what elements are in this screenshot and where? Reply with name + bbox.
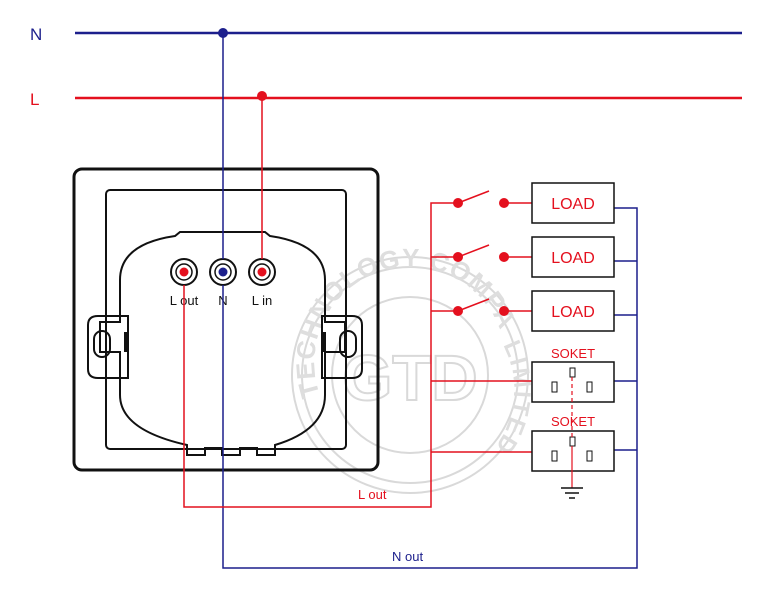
socket-1: [531, 361, 615, 403]
switch-plate: [72, 167, 380, 472]
load-box-3: [531, 290, 615, 332]
load-box-2: [531, 236, 615, 278]
terminal-l-out: [170, 258, 198, 286]
load-label-3: LOAD: [551, 304, 595, 321]
neutral-line-label: N: [30, 25, 42, 44]
watermark-seal: TECHNOLOGY COMPANY LIMITED GTD: [0, 0, 536, 494]
watermark-monogram: GTD: [342, 342, 477, 414]
switch-contact-3: [453, 298, 509, 316]
live-line-label: L: [30, 90, 39, 109]
terminal-n: [209, 258, 237, 286]
ground-icon: [561, 487, 583, 499]
socket-2: [531, 430, 615, 472]
terminal-l-in-label: L in: [252, 293, 272, 308]
load-label-1: LOAD: [551, 196, 595, 213]
switch-mechanism: [87, 231, 363, 456]
load-label-2: LOAD: [551, 250, 595, 267]
n-out-wire-label: N out: [392, 549, 423, 564]
neutral-wire: [222, 33, 638, 569]
load-box-1: [531, 182, 615, 224]
switch-contact-1: [453, 190, 509, 208]
terminal-l-in: [248, 258, 276, 286]
socket-label-1: SOKET: [551, 346, 595, 361]
socket-label-2: SOKET: [551, 414, 595, 429]
l-out-wire-label: L out: [358, 487, 387, 502]
watermark-right-text: LIMITED: [489, 336, 536, 460]
live-out-wire: [183, 202, 532, 508]
switch-contact-2: [453, 244, 509, 262]
